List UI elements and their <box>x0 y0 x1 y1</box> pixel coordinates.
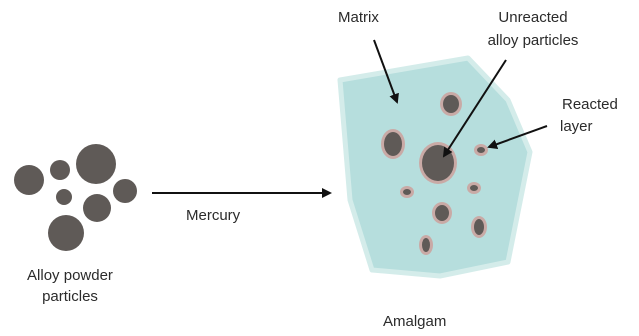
alloy-particle <box>14 165 44 195</box>
amalgam-label: Amalgam <box>383 312 446 331</box>
unreacted-core <box>435 205 449 221</box>
unreacted-core <box>422 145 454 181</box>
alloy-powder-label-line2: particles <box>2 287 138 306</box>
unreacted-core <box>403 189 411 195</box>
unreacted-core <box>443 95 459 113</box>
unreacted-core <box>477 147 485 153</box>
matrix-label: Matrix <box>338 8 379 27</box>
unreacted-core <box>422 238 430 252</box>
reacted-label-line1: Reacted <box>562 95 618 114</box>
unreacted-core <box>384 132 402 156</box>
unreacted-label-line1: Unreacted <box>478 8 588 27</box>
alloy-particle <box>76 144 116 184</box>
alloy-particle <box>56 189 72 205</box>
alloy-particle <box>113 179 137 203</box>
unreacted-core <box>474 219 484 235</box>
unreacted-label-line2: alloy particles <box>478 31 588 50</box>
alloy-particle <box>48 215 84 251</box>
alloy-powder-label-line1: Alloy powder <box>2 266 138 285</box>
reacted-label-line2: layer <box>560 117 593 136</box>
mercury-label: Mercury <box>186 206 240 225</box>
alloy-particle <box>50 160 70 180</box>
alloy-particle <box>83 194 111 222</box>
unreacted-core <box>470 185 478 191</box>
alloy-powder-particles <box>14 144 137 251</box>
